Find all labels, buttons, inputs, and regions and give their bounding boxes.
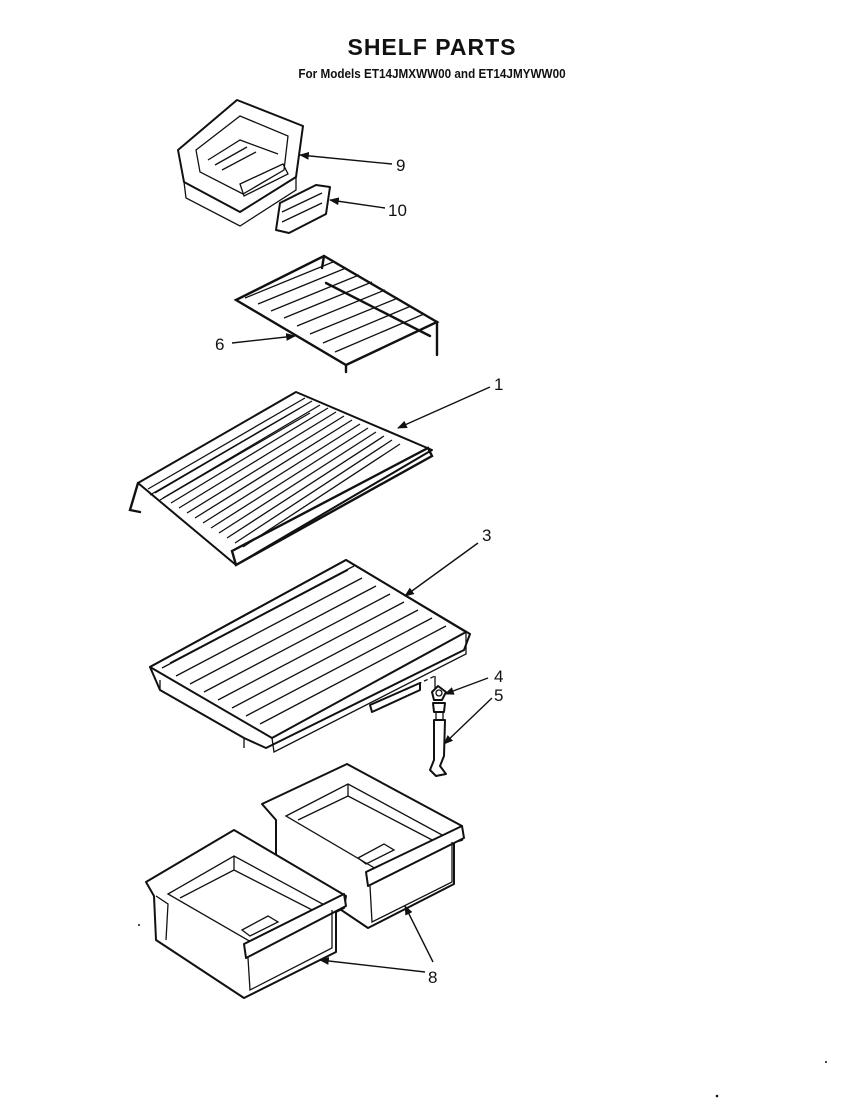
roller-icon	[431, 685, 447, 701]
callout-4: 4	[494, 667, 503, 686]
small-wire-shelf-icon	[233, 254, 440, 374]
callout-5: 5	[494, 686, 503, 705]
crisper-drawer-icon	[145, 763, 465, 999]
roller-stud-icon	[429, 702, 447, 777]
callout-6: 6	[215, 335, 224, 354]
scan-speck	[138, 924, 140, 926]
leader-lines	[231, 151, 493, 973]
bin-clip-icon	[275, 184, 331, 234]
callout-9: 9	[396, 156, 405, 175]
wire-shelf-icon	[128, 391, 434, 567]
page-subtitle: For Models ET14JMXWW00 and ET14JMYWW00	[298, 66, 566, 81]
callout-1: 1	[494, 375, 503, 394]
crisper-cover-shelf-icon	[149, 559, 471, 753]
dairy-bin-icon	[177, 99, 304, 227]
page-title: SHELF PARTS	[347, 34, 517, 60]
callout-10: 10	[388, 201, 407, 220]
callout-3: 3	[482, 526, 491, 545]
scan-speck	[715, 1094, 719, 1098]
callout-8: 8	[428, 968, 437, 987]
scan-speck	[825, 1061, 827, 1063]
